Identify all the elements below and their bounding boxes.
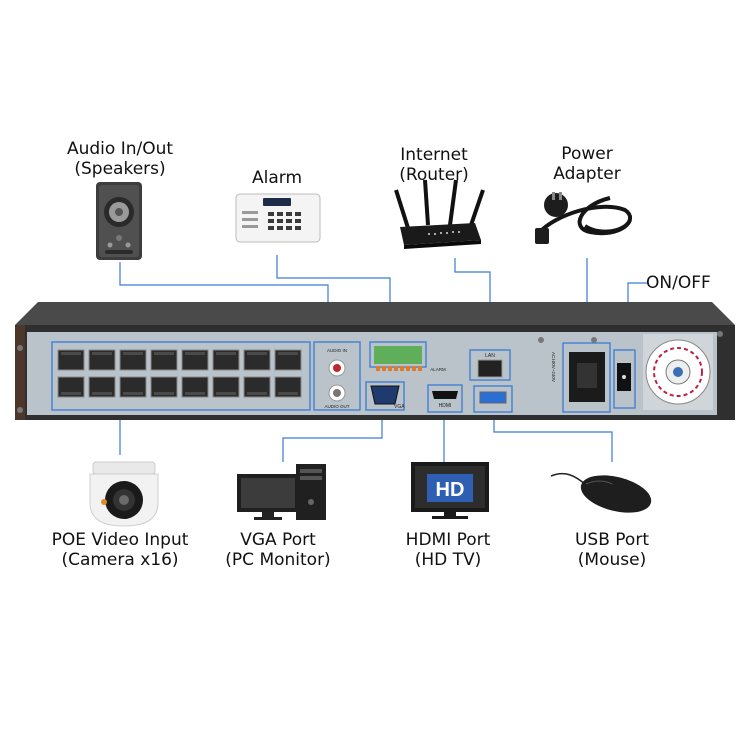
lan-port (477, 359, 503, 378)
power-label-line1: Power (561, 144, 613, 164)
vga-label-line2: (PC Monitor) (225, 550, 331, 570)
power-rating-text: AC100V~240V (551, 352, 556, 382)
power-switch-mark (622, 375, 626, 379)
hdmi-panel-text: HDMI (439, 403, 452, 409)
poe-port-block-outline (51, 341, 311, 411)
power-inlet-socket (577, 363, 597, 388)
poe-port-contact (216, 352, 236, 355)
usb-port (479, 391, 507, 404)
power-switch-outline (613, 349, 636, 409)
hdmi-label-line2: (HD TV) (414, 550, 482, 570)
audio-in-text: AUDIO IN (327, 348, 347, 353)
usb-connector-line (493, 413, 613, 462)
fan-ring (653, 347, 703, 397)
lan-panel-text: LAN (485, 353, 495, 359)
nvr-recorder: AUDIO IN AUDIO OUT ALARM VGA LAN HDMI AC… (15, 302, 735, 420)
hd-badge-text: HD (436, 479, 465, 501)
poe-port-contact (61, 392, 81, 395)
usb-port-outline (473, 385, 513, 413)
alarm-label-line1: Alarm (251, 168, 303, 188)
alarm-label: Alarm (227, 168, 327, 188)
mouse-icon (550, 472, 652, 513)
fan-hub-logo (673, 367, 683, 377)
pc-monitor-icon (237, 464, 326, 520)
poe-ports (57, 349, 302, 398)
poe-port-contact (154, 352, 174, 355)
alarm-terminal-pins (376, 366, 422, 371)
panel-screw (17, 345, 23, 351)
audio-in-jack-center (333, 364, 341, 372)
internet-label-line2: (Router) (399, 165, 469, 185)
panel-screw (538, 337, 544, 343)
internet-label: Internet (Router) (384, 145, 484, 185)
chassis-top (15, 302, 735, 325)
power-inlet-outline (562, 342, 611, 413)
poe-label-line1: POE Video Input (51, 530, 189, 550)
vga-port (370, 385, 400, 405)
audio-label: Audio In/Out (Speakers) (50, 139, 190, 179)
poe-port-contact (61, 352, 81, 355)
vga-port-outline (365, 381, 405, 411)
lan-port-outline (469, 349, 511, 381)
hdmi-label-line1: HDMI Port (405, 530, 491, 550)
hdmi-port (432, 391, 458, 399)
hdmi-label: HDMI Port (HD TV) (388, 530, 508, 570)
power-label-line2: Adapter (553, 164, 621, 184)
poe-label: POE Video Input (Camera x16) (40, 530, 200, 570)
audio-block-outline (313, 341, 361, 411)
hd-tv-icon: HD (411, 462, 489, 519)
poe-port-contact (247, 352, 267, 355)
vga-label-line1: VGA Port (240, 530, 316, 550)
panel-screw (717, 331, 723, 337)
audio-out-jack-center (333, 389, 341, 397)
alarm-panel-text: ALARM (430, 367, 446, 372)
usb-label-line2: (Mouse) (577, 550, 647, 570)
router-icon (394, 179, 485, 249)
poe-label-line2: (Camera x16) (61, 550, 179, 570)
audio-label-line1: Audio In/Out (66, 139, 174, 159)
panel-screw (591, 337, 597, 343)
poe-port-contact (185, 392, 205, 395)
power-cable-icon (535, 192, 633, 244)
onoff-label-line1: ON/OFF (646, 273, 711, 293)
speaker-icon (96, 182, 142, 260)
poe-port-contact (92, 352, 112, 355)
usb-label-line1: USB Port (574, 530, 649, 550)
poe-port-contact (278, 352, 298, 355)
internet-label-line1: Internet (400, 145, 468, 165)
alarm-keypad-icon (235, 193, 321, 243)
usb-label: USB Port (Mouse) (557, 530, 667, 570)
poe-port-contact (278, 392, 298, 395)
poe-port-contact (247, 392, 267, 395)
poe-port-contact (92, 392, 112, 395)
poe-port-contact (185, 352, 205, 355)
alarm-terminal (374, 346, 422, 364)
hdmi-port-outline (427, 384, 463, 413)
audio-out-text: AUDIO OUT (324, 404, 349, 409)
poe-port-contact (123, 392, 143, 395)
power-label: Power Adapter (537, 144, 637, 184)
panel-screw (17, 407, 23, 413)
chassis-left-edge (15, 325, 25, 420)
poe-port-contact (123, 352, 143, 355)
poe-port-contact (216, 392, 236, 395)
vga-panel-text: VGA (394, 404, 405, 410)
dome-camera-icon (89, 461, 159, 527)
audio-label-line2: (Speakers) (74, 159, 166, 179)
vga-connector-line (282, 414, 383, 462)
vga-label: VGA Port (PC Monitor) (208, 530, 348, 570)
poe-port-contact (154, 392, 174, 395)
onoff-label: ON/OFF (646, 273, 726, 293)
